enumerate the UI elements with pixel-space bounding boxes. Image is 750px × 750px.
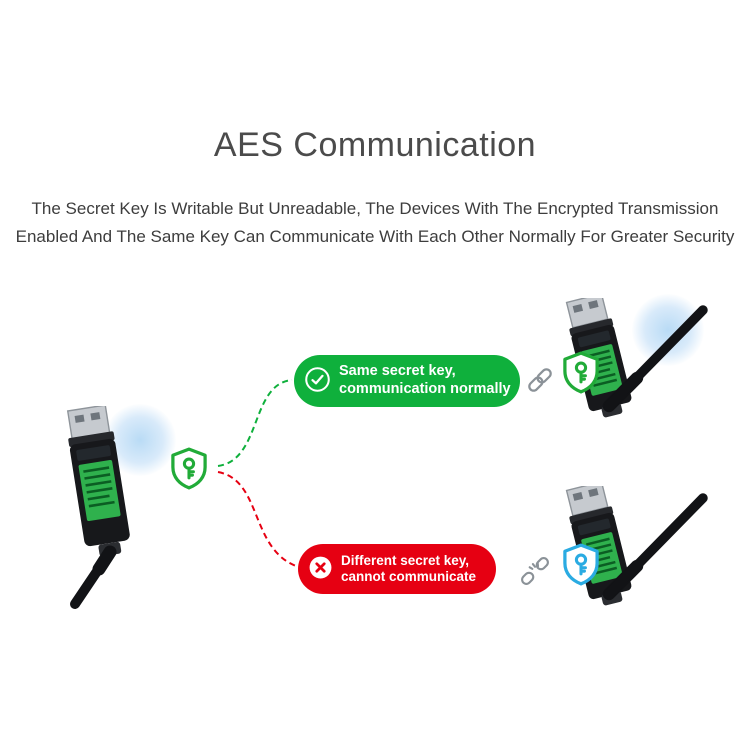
- x-circle-icon: [308, 555, 333, 583]
- subtitle-line-2: Enabled And The Same Key Can Communicate…: [15, 227, 735, 246]
- same-key-line-2: communication normally: [339, 381, 511, 397]
- different-key-line-1: Different secret key,: [341, 552, 470, 568]
- antenna: [70, 545, 117, 609]
- different-key-dashed-line: [217, 471, 297, 567]
- antenna: [602, 305, 708, 413]
- subtitle-line-1: The Secret Key Is Writable But Unreadabl…: [31, 199, 719, 218]
- same-key-dashed-line: [217, 379, 293, 467]
- blue-glow-top-right: [632, 294, 704, 366]
- same-key-line-1: Same secret key,: [339, 363, 456, 380]
- antenna: [602, 493, 708, 601]
- link-icon: [524, 364, 556, 401]
- shield-key-icon: [166, 446, 212, 499]
- shield-key-icon: [558, 542, 604, 595]
- subtitle: The Secret Key Is Writable But Unreadabl…: [0, 195, 750, 251]
- different-key-line-2: cannot communicate: [341, 569, 477, 584]
- same-key-banner: Same secret key, communication normally: [294, 355, 520, 407]
- broken-link-icon: [518, 554, 552, 593]
- different-key-label: Different secret key, cannot communicate: [341, 553, 476, 586]
- check-circle-icon: [304, 366, 331, 397]
- page-title: AES Communication: [213, 126, 537, 164]
- same-key-label: Same secret key, communication normally: [339, 363, 511, 398]
- usb-lora-dongle-left: [25, 404, 205, 616]
- usb-dongle-graphic: [66, 404, 130, 609]
- shield-key-icon: [558, 350, 604, 403]
- different-key-banner: Different secret key, cannot communicate: [298, 544, 496, 594]
